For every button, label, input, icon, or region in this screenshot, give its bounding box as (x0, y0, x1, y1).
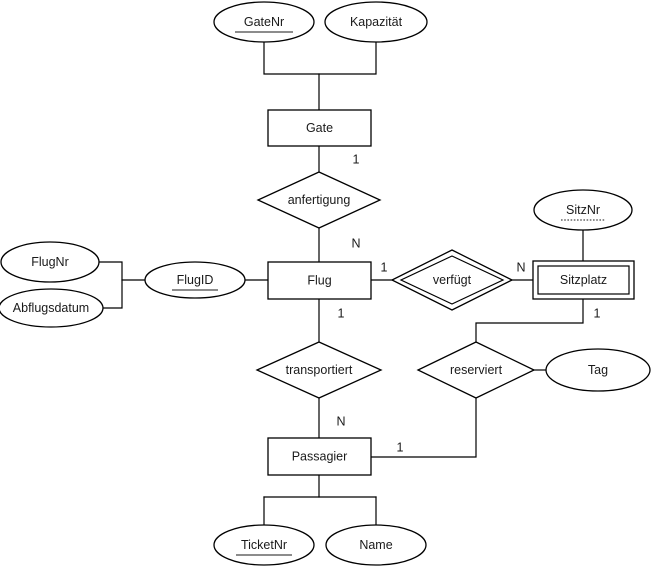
entity-sitzplatz-box-inner (537, 265, 630, 295)
edge-flugnr-bracket (98, 261, 123, 309)
cardinality-verfuegt-sitzplatz: N (516, 260, 525, 274)
attribute-gatenr[interactable]: GateNr (213, 1, 315, 43)
attribute-flugnr-ellipse[interactable] (0, 241, 100, 283)
attribute-flugid-ellipse[interactable] (144, 261, 246, 299)
edge-group (98, 41, 584, 526)
attribute-sitznr[interactable]: SitzNr (533, 189, 633, 231)
relationship-transportiert[interactable]: transportiert (255, 341, 383, 399)
relationship-transportiert-diamond[interactable] (255, 341, 383, 399)
attribute-sitznr-ellipse[interactable] (533, 189, 633, 231)
attribute-flugnr[interactable]: FlugNr (0, 241, 100, 283)
attribute-flugid[interactable]: FlugID (144, 261, 246, 299)
attribute-tag-label: Tag (588, 363, 608, 377)
attribute-kapazitaet-label: Kapazität (350, 15, 403, 29)
relationship-verfuegt[interactable]: verfügt (390, 249, 514, 311)
attribute-sitznr-label: SitzNr (566, 203, 600, 217)
entity-sitzplatz[interactable]: Sitzplatz (532, 260, 635, 300)
attribute-name-ellipse[interactable] (325, 524, 427, 566)
attribute-abflugsdatum-ellipse[interactable] (0, 288, 104, 328)
relationship-verfuegt-diamond-inner (399, 255, 505, 305)
attribute-tag-ellipse[interactable] (545, 348, 651, 392)
entity-flug-label: Flug (307, 273, 331, 287)
attribute-kapazitaet[interactable]: Kapazität (324, 1, 428, 43)
cardinality-flug-transportiert: 1 (338, 306, 345, 320)
entity-sitzplatz-label: Sitzplatz (560, 273, 607, 287)
attribute-abflugsdatum[interactable]: Abflugsdatum (0, 288, 104, 328)
attribute-name-label: Name (359, 538, 392, 552)
attribute-name[interactable]: Name (325, 524, 427, 566)
entity-gate[interactable]: Gate (267, 109, 372, 147)
cardinality-flug-verfuegt: 1 (381, 260, 388, 274)
edge-gatenr-bracket (263, 41, 377, 75)
entity-passagier-box[interactable] (267, 437, 372, 476)
relationship-anfertigung[interactable]: anfertigung (256, 171, 382, 229)
attribute-ticketnr-label: TicketNr (241, 538, 287, 552)
attribute-ticketnr[interactable]: TicketNr (213, 524, 315, 566)
cardinality-transportiert-passagier: N (336, 414, 345, 428)
attribute-flugid-label: FlugID (177, 273, 214, 287)
attribute-flugnr-label: FlugNr (31, 255, 69, 269)
entity-passagier[interactable]: Passagier (267, 437, 372, 476)
entity-gate-box[interactable] (267, 109, 372, 147)
relationship-reserviert[interactable]: reserviert (416, 341, 536, 399)
attribute-abflugsdatum-label: Abflugsdatum (13, 301, 89, 315)
entity-passagier-label: Passagier (292, 449, 348, 463)
entity-flug[interactable]: Flug (267, 261, 372, 300)
attribute-tag[interactable]: Tag (545, 348, 651, 392)
cardinality-passagier-reserviert: 1 (397, 440, 404, 454)
relationship-anfertigung-diamond[interactable] (256, 171, 382, 229)
attribute-gatenr-label: GateNr (244, 15, 284, 29)
cardinality-sitzplatz-reserviert: 1 (594, 306, 601, 320)
cardinality-group: 1 N 1 N 1 N 1 1 (336, 152, 600, 454)
relationship-reserviert-diamond[interactable] (416, 341, 536, 399)
relationship-verfuegt-label: verfügt (433, 273, 472, 287)
edge-sitzplatz-reserviert (475, 298, 584, 343)
attribute-kapazitaet-ellipse[interactable] (324, 1, 428, 43)
relationship-anfertigung-label: anfertigung (288, 193, 351, 207)
relationship-transportiert-label: transportiert (286, 363, 353, 377)
entity-gate-label: Gate (306, 121, 333, 135)
relationship-reserviert-label: reserviert (450, 363, 503, 377)
edge-reserviert-passagier (370, 397, 477, 458)
entity-flug-box[interactable] (267, 261, 372, 300)
cardinality-gate-anfertigung: 1 (353, 152, 360, 166)
cardinality-anfertigung-flug: N (351, 236, 360, 250)
